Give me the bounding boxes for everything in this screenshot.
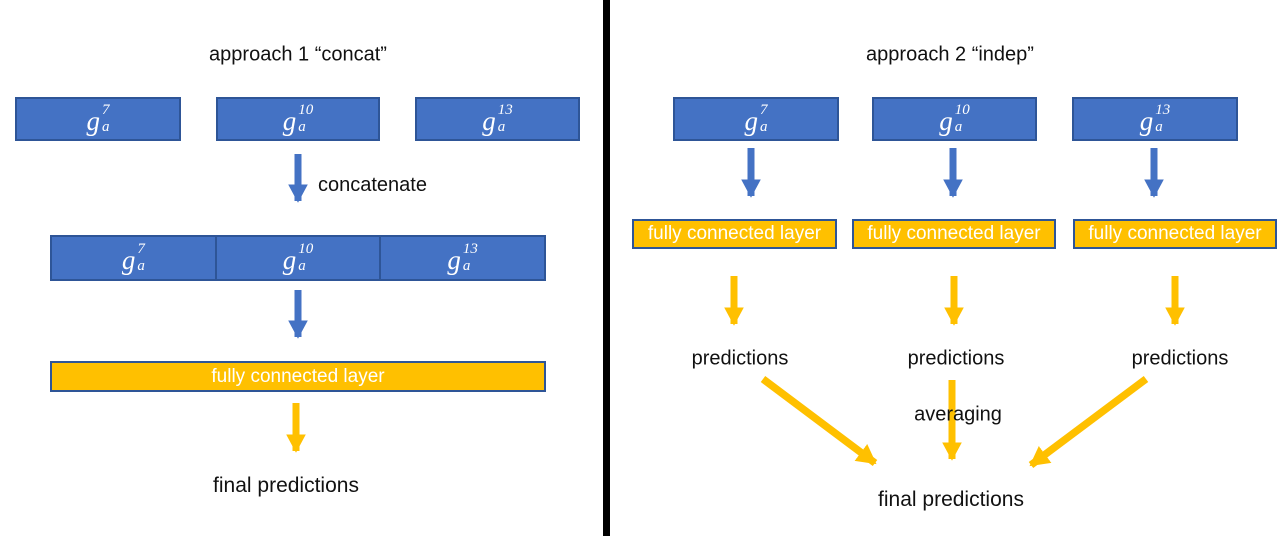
predictions-label-3: predictions bbox=[1131, 347, 1229, 370]
fc-layer-label: fully connected layer bbox=[211, 365, 385, 387]
left-panel-title: approach 1 “concat” bbox=[209, 43, 387, 66]
fc-layer-label: fully connected layer bbox=[647, 223, 822, 244]
averaging-label: averaging bbox=[914, 403, 1002, 426]
right-fc-layer-box-3: fully connected layer bbox=[1073, 219, 1277, 249]
right-panel-title: approach 2 “indep” bbox=[866, 43, 1034, 66]
right-final-predictions-label: final predictions bbox=[878, 488, 1024, 511]
left-fc-layer-box: fully connected layer bbox=[50, 361, 546, 392]
predictions3-to-final-arrow-icon bbox=[1028, 375, 1149, 469]
right-fc-layer-box-1: fully connected layer bbox=[632, 219, 837, 249]
concatenate-label: concatenate bbox=[318, 174, 427, 196]
right-fc-layer-box-2: fully connected layer bbox=[852, 219, 1056, 249]
left-final-predictions-label: final predictions bbox=[213, 474, 359, 497]
panel-divider bbox=[603, 0, 610, 536]
predictions1-to-final-arrow-icon bbox=[760, 376, 878, 466]
fc-layer-label: fully connected layer bbox=[867, 223, 1041, 244]
predictions-label-1: predictions bbox=[691, 347, 789, 370]
fc-layer-label: fully connected layer bbox=[1088, 223, 1262, 244]
predictions-label-2: predictions bbox=[907, 347, 1005, 370]
